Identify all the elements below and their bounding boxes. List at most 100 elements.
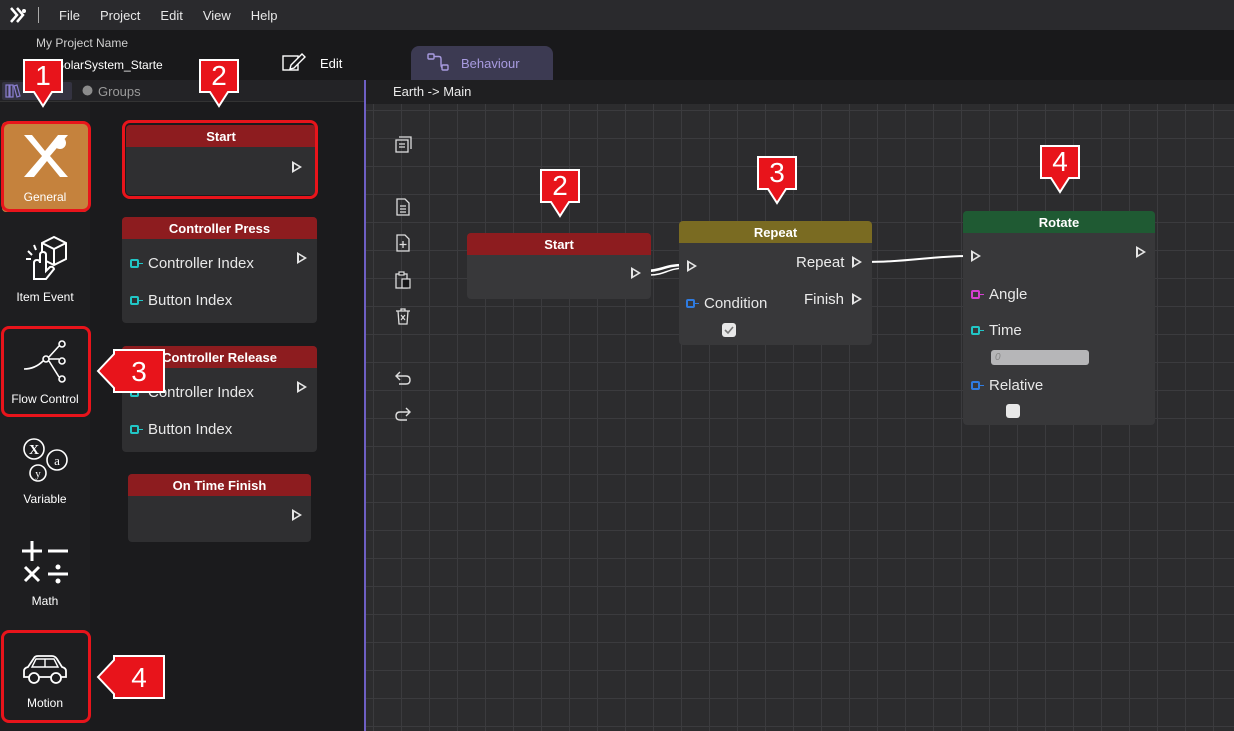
node-title: Start xyxy=(467,233,651,255)
motion-icon xyxy=(20,653,70,690)
input-pin-icon xyxy=(130,296,143,305)
pin-label: Time xyxy=(989,322,1022,339)
pin-time[interactable]: Time xyxy=(971,322,1022,339)
menu-help[interactable]: Help xyxy=(250,7,278,23)
node-title: Start xyxy=(126,125,316,147)
app-logo-icon[interactable] xyxy=(0,0,38,30)
item-event-icon xyxy=(20,233,70,284)
category-math[interactable]: Math xyxy=(2,526,88,616)
pin-button-index[interactable]: Button Index xyxy=(130,421,232,438)
node-title: Rotate xyxy=(963,211,1155,233)
input-pin-icon xyxy=(971,290,984,299)
category-label: Math xyxy=(31,594,59,608)
graph-node-rotate[interactable]: Rotate Angle Time 0 Relative xyxy=(963,211,1155,425)
category-label: General xyxy=(23,190,67,204)
save-graph-icon[interactable] xyxy=(393,134,413,154)
exec-out-finish-icon[interactable] xyxy=(852,293,862,305)
undo-icon[interactable] xyxy=(393,368,413,388)
relative-checkbox[interactable] xyxy=(1006,404,1020,418)
pin-relative[interactable]: Relative xyxy=(971,377,1043,394)
pin-controller-index[interactable]: Controller Index xyxy=(130,255,254,272)
redo-icon[interactable] xyxy=(393,404,413,424)
pin-angle[interactable]: Angle xyxy=(971,286,1027,303)
callout-4: 4 xyxy=(96,654,166,700)
callout-2: 2 xyxy=(196,58,242,110)
menu-bar: File Project Edit View Help xyxy=(0,0,1234,30)
graph-node-start[interactable]: Start xyxy=(467,233,651,299)
node-title: Controller Press xyxy=(122,217,317,239)
menu-project[interactable]: Project xyxy=(99,7,141,23)
document-icon[interactable] xyxy=(393,197,413,217)
exec-out-icon[interactable] xyxy=(297,252,307,264)
palette-node-on-time-finish[interactable]: On Time Finish xyxy=(128,474,311,542)
pin-label: Relative xyxy=(989,377,1044,394)
node-title: Repeat xyxy=(679,221,872,243)
exec-out-icon[interactable] xyxy=(1136,246,1146,258)
panel-divider[interactable] xyxy=(364,80,366,731)
menu-view[interactable]: View xyxy=(202,7,231,23)
palette-node-controller-press[interactable]: Controller Press Controller Index Button… xyxy=(122,217,317,323)
pin-repeat-label: Repeat xyxy=(796,254,845,271)
groups-label: Groups xyxy=(98,84,141,99)
library-icon xyxy=(5,84,21,103)
behaviour-tab-label: Behaviour xyxy=(461,55,520,71)
edit-button[interactable]: Edit xyxy=(282,52,342,75)
pin-label: Controller Index xyxy=(148,384,254,401)
exec-out-icon[interactable] xyxy=(631,267,641,279)
groups-tab[interactable]: Groups xyxy=(82,84,141,99)
project-name: My Project Name xyxy=(36,36,129,50)
tab-behaviour[interactable]: Behaviour xyxy=(411,46,553,80)
exec-in-icon[interactable] xyxy=(687,260,697,272)
exec-out-repeat-icon[interactable] xyxy=(852,256,862,268)
graph-node-repeat[interactable]: Repeat Repeat Finish Condition xyxy=(679,221,872,345)
pin-condition[interactable]: Condition xyxy=(686,295,767,312)
behaviour-icon xyxy=(427,52,449,74)
category-label: Item Event xyxy=(16,290,74,304)
input-pin-icon xyxy=(130,259,143,268)
node-title: On Time Finish xyxy=(128,474,311,496)
highlight-start-node xyxy=(122,120,318,199)
category-flow-control[interactable]: Flow Control xyxy=(2,324,88,414)
callout-3: 3 xyxy=(96,348,166,394)
callout-4-canvas: 4 xyxy=(1037,144,1083,196)
math-icon xyxy=(20,539,70,588)
category-label: Flow Control xyxy=(11,392,79,406)
connection-repeat-rotate xyxy=(865,255,971,263)
category-item-event[interactable]: Item Event xyxy=(2,222,88,312)
scene-name: _2_SolarSystem_Starte xyxy=(36,58,163,72)
pin-button-index[interactable]: Button Index xyxy=(130,292,232,309)
highlight-motion xyxy=(1,630,91,723)
palette-node-start[interactable]: Start xyxy=(126,125,316,195)
add-node-icon[interactable] xyxy=(393,233,413,253)
groups-icon xyxy=(82,84,93,99)
menu-edit[interactable]: Edit xyxy=(160,7,183,23)
edit-label: Edit xyxy=(320,56,343,71)
callout-3-canvas: 3 xyxy=(754,155,800,207)
exec-out-icon[interactable] xyxy=(292,509,302,521)
category-label: Motion xyxy=(26,696,64,710)
delete-icon[interactable] xyxy=(393,306,413,326)
condition-checkbox[interactable] xyxy=(722,323,736,337)
paste-icon[interactable] xyxy=(393,270,413,290)
pin-label: Controller Index xyxy=(148,255,254,272)
exec-out-icon[interactable] xyxy=(297,381,307,393)
menu-file[interactable]: File xyxy=(59,7,80,23)
callout-2-canvas: 2 xyxy=(537,168,583,220)
time-input[interactable]: 0 xyxy=(991,350,1089,365)
input-pin-icon xyxy=(971,326,984,335)
category-motion[interactable]: Motion xyxy=(2,628,88,718)
highlight-general xyxy=(1,121,91,212)
svg-text:X: X xyxy=(29,443,39,458)
category-general[interactable]: General xyxy=(2,122,88,212)
exec-in-icon[interactable] xyxy=(971,250,981,262)
node-title: Controller Release xyxy=(122,346,317,368)
highlight-flow-control xyxy=(1,326,91,417)
pin-label: Button Index xyxy=(148,292,233,309)
pin-label: Angle xyxy=(989,286,1028,303)
pencil-icon xyxy=(282,52,306,75)
palette-node-controller-release[interactable]: Controller Release Controller Index Butt… xyxy=(122,346,317,452)
pin-finish-label: Finish xyxy=(804,291,845,308)
exec-out-icon[interactable] xyxy=(292,161,302,173)
